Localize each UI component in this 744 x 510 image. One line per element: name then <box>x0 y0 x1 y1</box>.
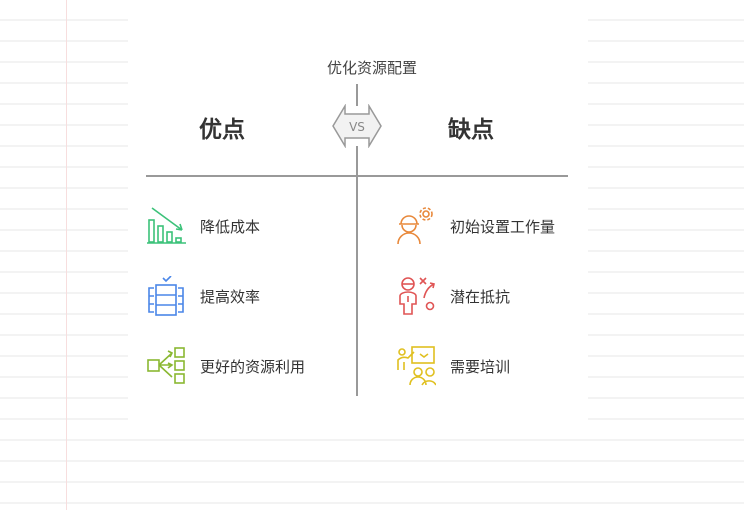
pro-item: 提高效率 <box>146 276 260 316</box>
cost-reduction-chart-icon <box>147 207 186 244</box>
center-divider <box>356 146 358 396</box>
con-item: 潜在抵抗 <box>396 276 510 316</box>
pro-label: 更好的资源利用 <box>200 357 306 376</box>
training-presentation-icon <box>397 346 436 386</box>
horizontal-divider <box>146 175 568 177</box>
con-label: 潜在抵抗 <box>450 287 511 306</box>
diagram-card <box>128 14 588 434</box>
cons-heading: 缺点 <box>448 117 494 143</box>
con-item: 初始设置工作量 <box>396 206 555 246</box>
pros-heading: 优点 <box>199 117 245 143</box>
diagram-title: 优化资源配置 <box>326 59 417 77</box>
pro-item: 降低成本 <box>146 206 260 246</box>
worker-gear-icon <box>397 207 433 245</box>
con-label: 需要培训 <box>450 357 511 376</box>
server-check-icon <box>148 276 184 316</box>
person-strategy-icon <box>399 277 435 315</box>
vs-badge: VS <box>332 104 382 148</box>
distribution-icon <box>147 347 185 384</box>
pro-label: 降低成本 <box>200 217 261 236</box>
con-label: 初始设置工作量 <box>450 217 556 236</box>
pro-label: 提高效率 <box>200 287 261 306</box>
con-item: 需要培训 <box>396 346 510 386</box>
center-divider-top <box>356 84 358 106</box>
pro-item: 更好的资源利用 <box>146 346 305 386</box>
vs-label: VS <box>349 120 365 134</box>
notebook-margin-line <box>66 0 67 510</box>
